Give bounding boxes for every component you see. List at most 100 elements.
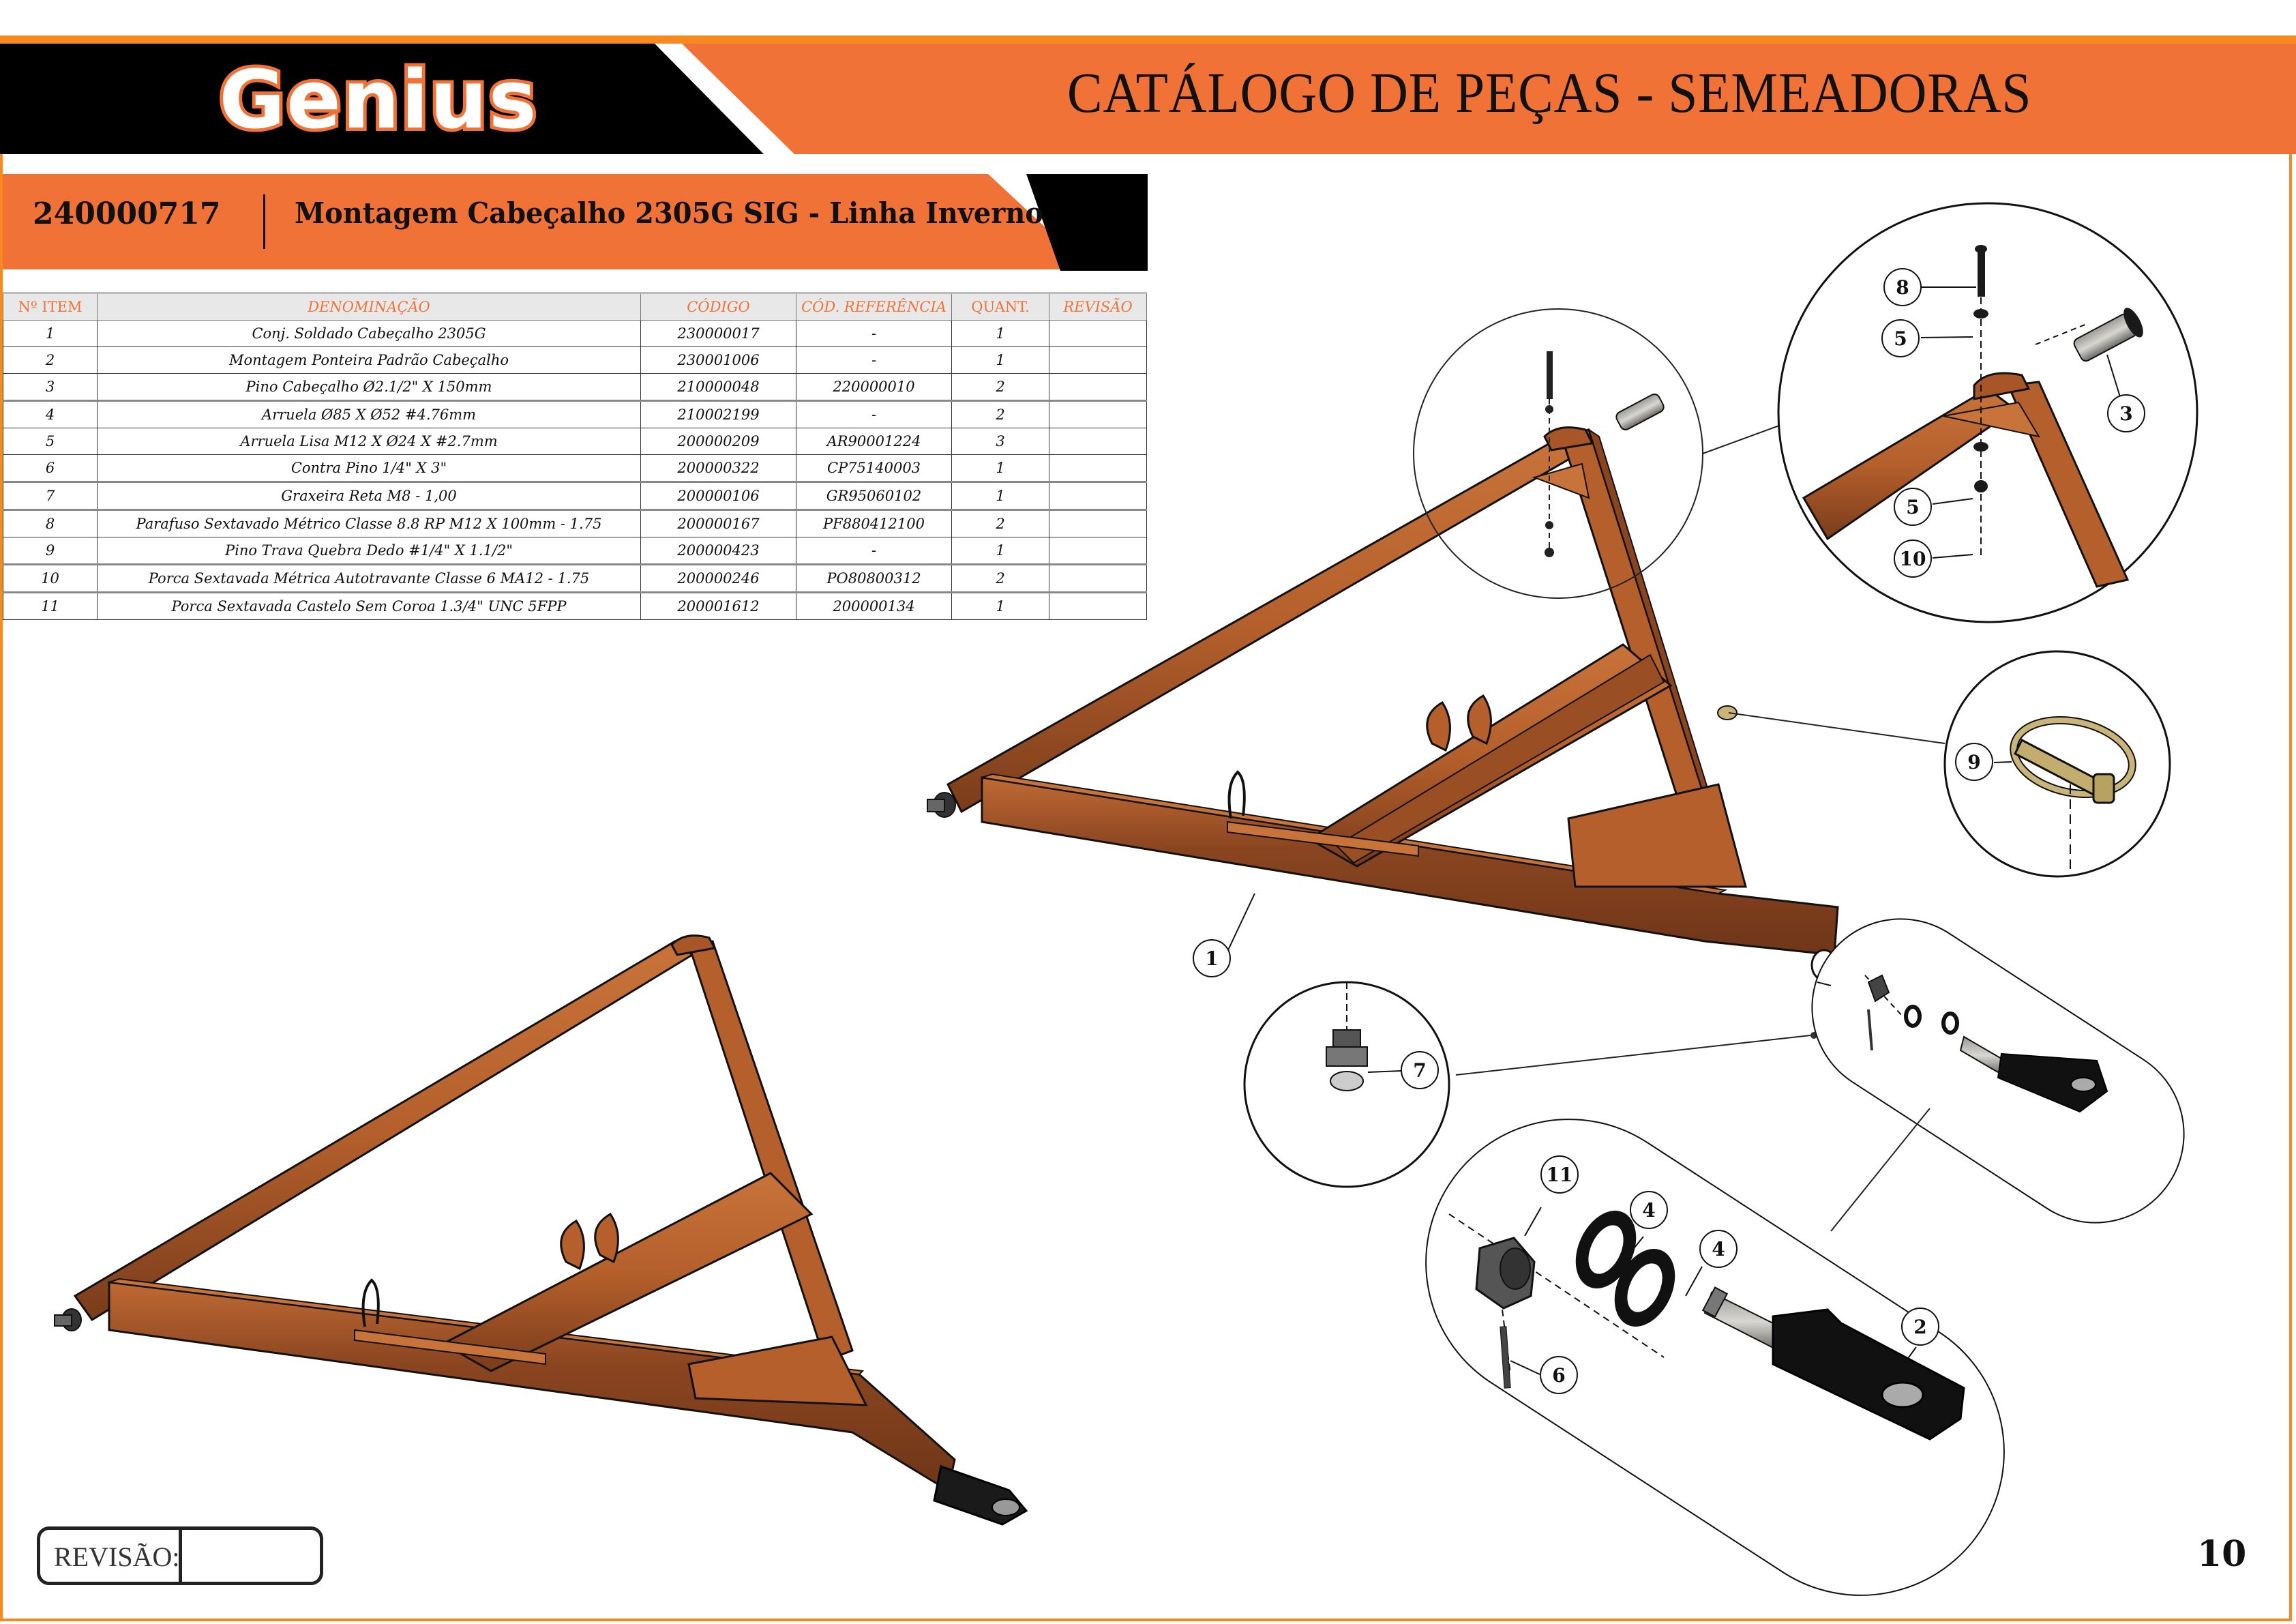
revision bbox=[1049, 373, 1147, 402]
assembly-code: 240000717 bbox=[33, 196, 221, 231]
revision bbox=[1049, 564, 1147, 593]
assembly-divider bbox=[263, 194, 265, 249]
callout-4-first: 4 bbox=[1630, 1191, 1668, 1229]
col-code: CÓDIGO bbox=[640, 292, 796, 321]
reference-code: PF880412100 bbox=[796, 510, 952, 537]
main-hitch-frame bbox=[927, 426, 1839, 1039]
quantity: 1 bbox=[951, 454, 1049, 483]
quantity: 1 bbox=[951, 482, 1049, 511]
part-name: Graxeira Reta M8 - 1,00 bbox=[97, 482, 641, 511]
reference-code: PO80800312 bbox=[796, 564, 952, 593]
detail-circle-pin-joint-overview bbox=[1413, 308, 1787, 599]
part-name: Pino Trava Quebra Dedo #1/4" X 1.1/2" bbox=[97, 537, 641, 565]
item-number: 9 bbox=[3, 537, 98, 565]
callout-2: 2 bbox=[1901, 1308, 1939, 1346]
callout-4-second: 4 bbox=[1699, 1230, 1738, 1268]
item-number: 1 bbox=[3, 320, 98, 347]
top-rule bbox=[0, 35, 2296, 44]
svg-text:4: 4 bbox=[1642, 1199, 1655, 1222]
part-name: Pino Cabeçalho Ø2.1/2" X 150mm bbox=[97, 373, 641, 402]
parts-table-header: Nº ITEM DENOMINAÇÃO CÓDIGO CÓD. REFERÊNC… bbox=[3, 292, 1147, 321]
col-quantity: QUANT. bbox=[951, 292, 1049, 321]
part-name: Montagem Ponteira Padrão Cabeçalho bbox=[97, 346, 641, 374]
revision bbox=[1049, 320, 1147, 347]
callout-7: 7 bbox=[1401, 1051, 1439, 1089]
revision bbox=[1049, 346, 1147, 374]
leader-lines bbox=[1227, 286, 2121, 1385]
reference-code: - bbox=[796, 320, 952, 347]
part-code: 230000017 bbox=[640, 320, 796, 347]
callout-8: 8 bbox=[1883, 268, 1922, 306]
revision-value bbox=[187, 1539, 310, 1571]
quantity: 2 bbox=[951, 373, 1049, 402]
revision bbox=[1049, 454, 1147, 483]
revision-box: REVISÃO: bbox=[37, 1526, 323, 1585]
callout-3: 3 bbox=[2107, 394, 2145, 432]
logo-block bbox=[0, 44, 764, 154]
quantity: 2 bbox=[951, 564, 1049, 593]
assembly-band bbox=[3, 174, 1090, 269]
detail-circle-lynch-pin bbox=[1728, 650, 2171, 878]
svg-text:4: 4 bbox=[1712, 1238, 1725, 1260]
revision bbox=[1049, 428, 1147, 455]
callout-5-upper: 5 bbox=[1881, 319, 1920, 357]
callout-1: 1 bbox=[1193, 939, 1231, 977]
page-frame bbox=[0, 38, 2292, 1621]
revision-divider bbox=[179, 1530, 182, 1582]
item-number: 11 bbox=[3, 592, 98, 620]
callout-11: 11 bbox=[1540, 1155, 1579, 1194]
svg-text:7: 7 bbox=[1413, 1059, 1426, 1082]
reference-code: 200000134 bbox=[796, 592, 952, 620]
revision bbox=[1049, 510, 1147, 537]
svg-text:1: 1 bbox=[1205, 947, 1218, 970]
svg-text:9: 9 bbox=[1967, 751, 1980, 773]
svg-text:Genius: Genius bbox=[219, 56, 538, 145]
part-name: Arruela Lisa M12 X Ø24 X #2.7mm bbox=[97, 428, 641, 455]
part-code: 200000209 bbox=[640, 428, 796, 455]
quantity: 2 bbox=[951, 400, 1049, 428]
parts-table: Nº ITEM DENOMINAÇÃO CÓDIGO CÓD. REFERÊNC… bbox=[3, 292, 1147, 620]
quantity: 1 bbox=[951, 537, 1049, 565]
svg-text:5: 5 bbox=[1894, 327, 1907, 350]
svg-text:11: 11 bbox=[1547, 1164, 1573, 1186]
callout-10: 10 bbox=[1894, 540, 1932, 578]
part-name: Parafuso Sextavado Métrico Classe 8.8 RP… bbox=[97, 510, 641, 537]
part-code: 200000106 bbox=[640, 482, 796, 511]
revision-label: REVISÃO: bbox=[54, 1541, 180, 1572]
reference-code: CP75140003 bbox=[796, 454, 952, 483]
item-number: 3 bbox=[3, 373, 98, 402]
detail-oval-drawbar bbox=[1811, 918, 2185, 1232]
quantity: 1 bbox=[951, 592, 1049, 620]
svg-text:5: 5 bbox=[1906, 496, 1919, 518]
part-name: Arruela Ø85 X Ø52 #4.76mm bbox=[97, 400, 641, 428]
part-code: 210002199 bbox=[640, 400, 796, 428]
part-code: 230001006 bbox=[640, 346, 796, 374]
part-name: Contra Pino 1/4" X 3" bbox=[97, 454, 641, 483]
catalog-title: CATÁLOGO DE PEÇAS - SEMEADORAS bbox=[1067, 61, 2032, 125]
revision bbox=[1049, 592, 1147, 620]
part-code: 200001612 bbox=[640, 592, 796, 620]
detail-oval-drawbar-large bbox=[1425, 1119, 2005, 1596]
col-name: DENOMINAÇÃO bbox=[97, 292, 641, 321]
assembled-hitch-view bbox=[54, 934, 1028, 1526]
callout-5-lower: 5 bbox=[1894, 488, 1932, 526]
quantity: 1 bbox=[951, 346, 1049, 374]
part-code: 200000246 bbox=[640, 564, 796, 593]
part-code: 210000048 bbox=[640, 373, 796, 402]
svg-text:3: 3 bbox=[2119, 402, 2132, 425]
callout-9: 9 bbox=[1955, 743, 1993, 781]
col-reference: CÓD. REFERÊNCIA bbox=[796, 292, 952, 321]
detail-circle-grease-fitting bbox=[1243, 981, 1811, 1188]
reference-code: GR95060102 bbox=[796, 482, 952, 511]
item-number: 5 bbox=[3, 428, 98, 455]
revision bbox=[1049, 537, 1147, 565]
